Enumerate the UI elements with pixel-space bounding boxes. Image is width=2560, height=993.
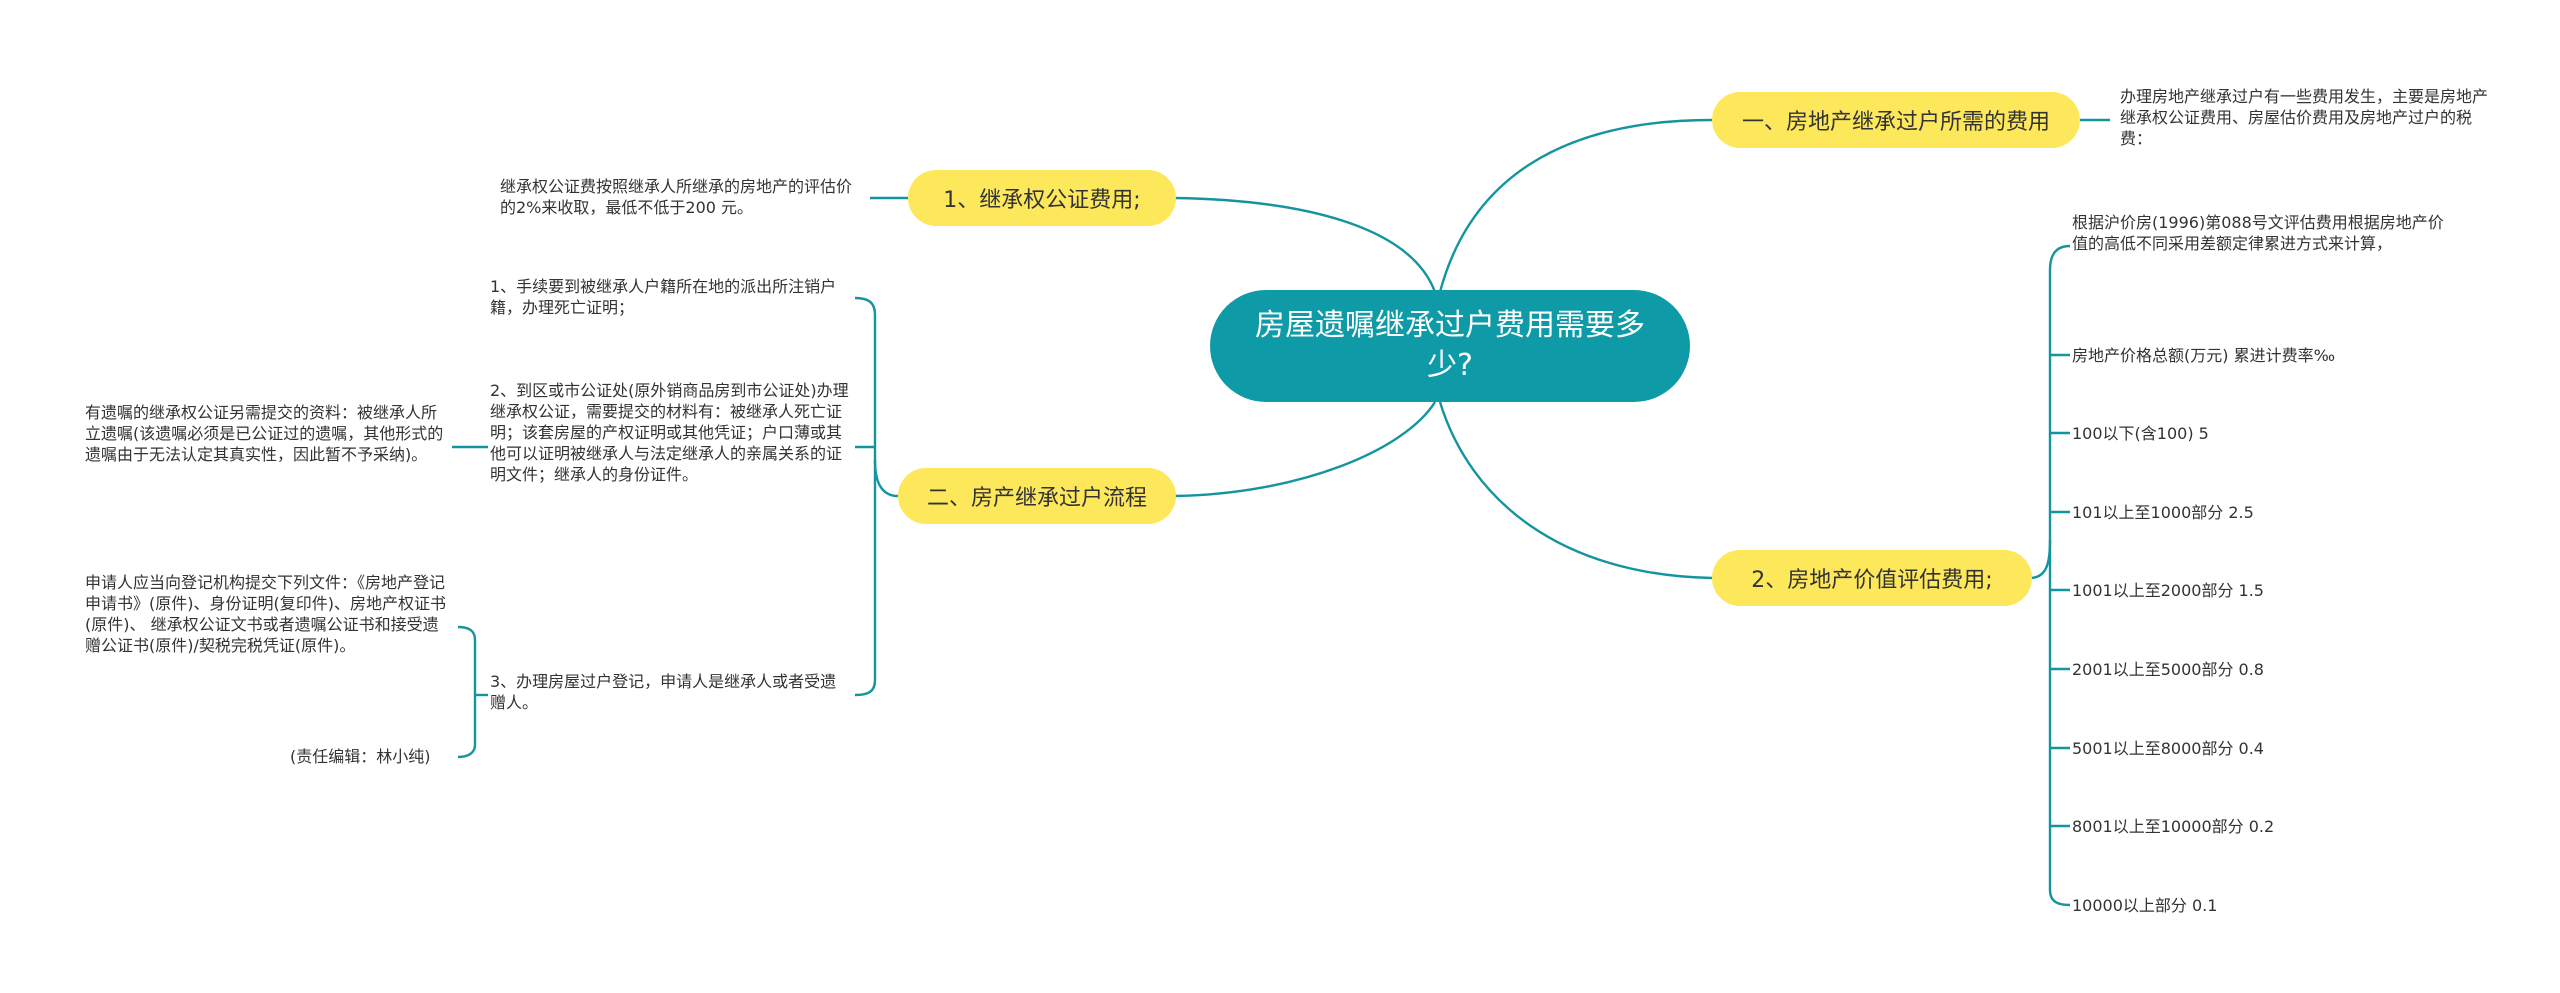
note-notary-fee: 继承权公证费按照继承人所继承的房地产的评估价的2%来收取，最低不低于200 元。 — [500, 177, 853, 217]
branch-process-label: 二、房产继承过户流程 — [926, 486, 1147, 511]
branch-process[interactable]: 二、房产继承过户流程 — [898, 468, 1176, 524]
note-step3: 3、办理房屋过户登记，申请人是继承人或者受遗赠人。 — [490, 672, 837, 712]
branch-appraisal-fee-label: 2、房地产价值评估费用; — [1751, 568, 1993, 593]
appraisal-tier: 1001以上至2000部分 1.5 — [2072, 581, 2264, 600]
root-topic[interactable]: 房屋遗嘱继承过户费用需要多少? — [1210, 290, 1690, 402]
appraisal-basis: 根据沪价房(1996)第088号文评估费用根据房地产价值的高低不同采用差额定律累… — [2072, 213, 2444, 253]
appraisal-header: 房地产价格总额(万元) 累进计费率‰ — [2072, 346, 2336, 365]
appraisal-tier: 5001以上至8000部分 0.4 — [2072, 739, 2264, 758]
root-title: 房屋遗嘱继承过户费用需要多少? — [1255, 308, 1645, 383]
note-editor: (责任编辑：林小纯) — [290, 747, 431, 766]
note-step3-docs: 申请人应当向登记机构提交下列文件：《房地产登记申请书》(原件)、身份证明(复印件… — [85, 573, 446, 655]
note-step1: 1、手续要到被继承人户籍所在地的派出所注销户籍，办理死亡证明； — [490, 277, 837, 317]
note-step2-extra: 有遗嘱的继承权公证另需提交的资料：被继承人所立遗嘱(该遗嘱必须是已公证过的遗嘱，… — [85, 403, 444, 464]
branch-cost-total-label: 一、房地产继承过户所需的费用 — [1741, 110, 2050, 135]
branch-cost-total[interactable]: 一、房地产继承过户所需的费用 — [1712, 92, 2080, 148]
appraisal-tier: 101以上至1000部分 2.5 — [2072, 503, 2254, 522]
branch-appraisal-fee[interactable]: 2、房地产价值评估费用; — [1712, 550, 2032, 606]
appraisal-tier: 8001以上至10000部分 0.2 — [2072, 817, 2275, 836]
note-step2: 2、到区或市公证处(原外销商品房到市公证处)办理继承权公证，需要提交的材料有：被… — [490, 381, 849, 484]
appraisal-tier: 10000以上部分 0.1 — [2072, 896, 2218, 915]
branch-notary-fee[interactable]: 1、继承权公证费用; — [908, 170, 1176, 226]
appraisal-tier: 2001以上至5000部分 0.8 — [2072, 660, 2264, 679]
appraisal-tier: 100以下(含100) 5 — [2072, 424, 2209, 443]
note-cost-total: 办理房地产继承过户有一些费用发生，主要是房地产继承权公证费用、房屋估价费用及房地… — [2120, 87, 2489, 148]
branch-notary-fee-label: 1、继承权公证费用; — [943, 188, 1141, 213]
